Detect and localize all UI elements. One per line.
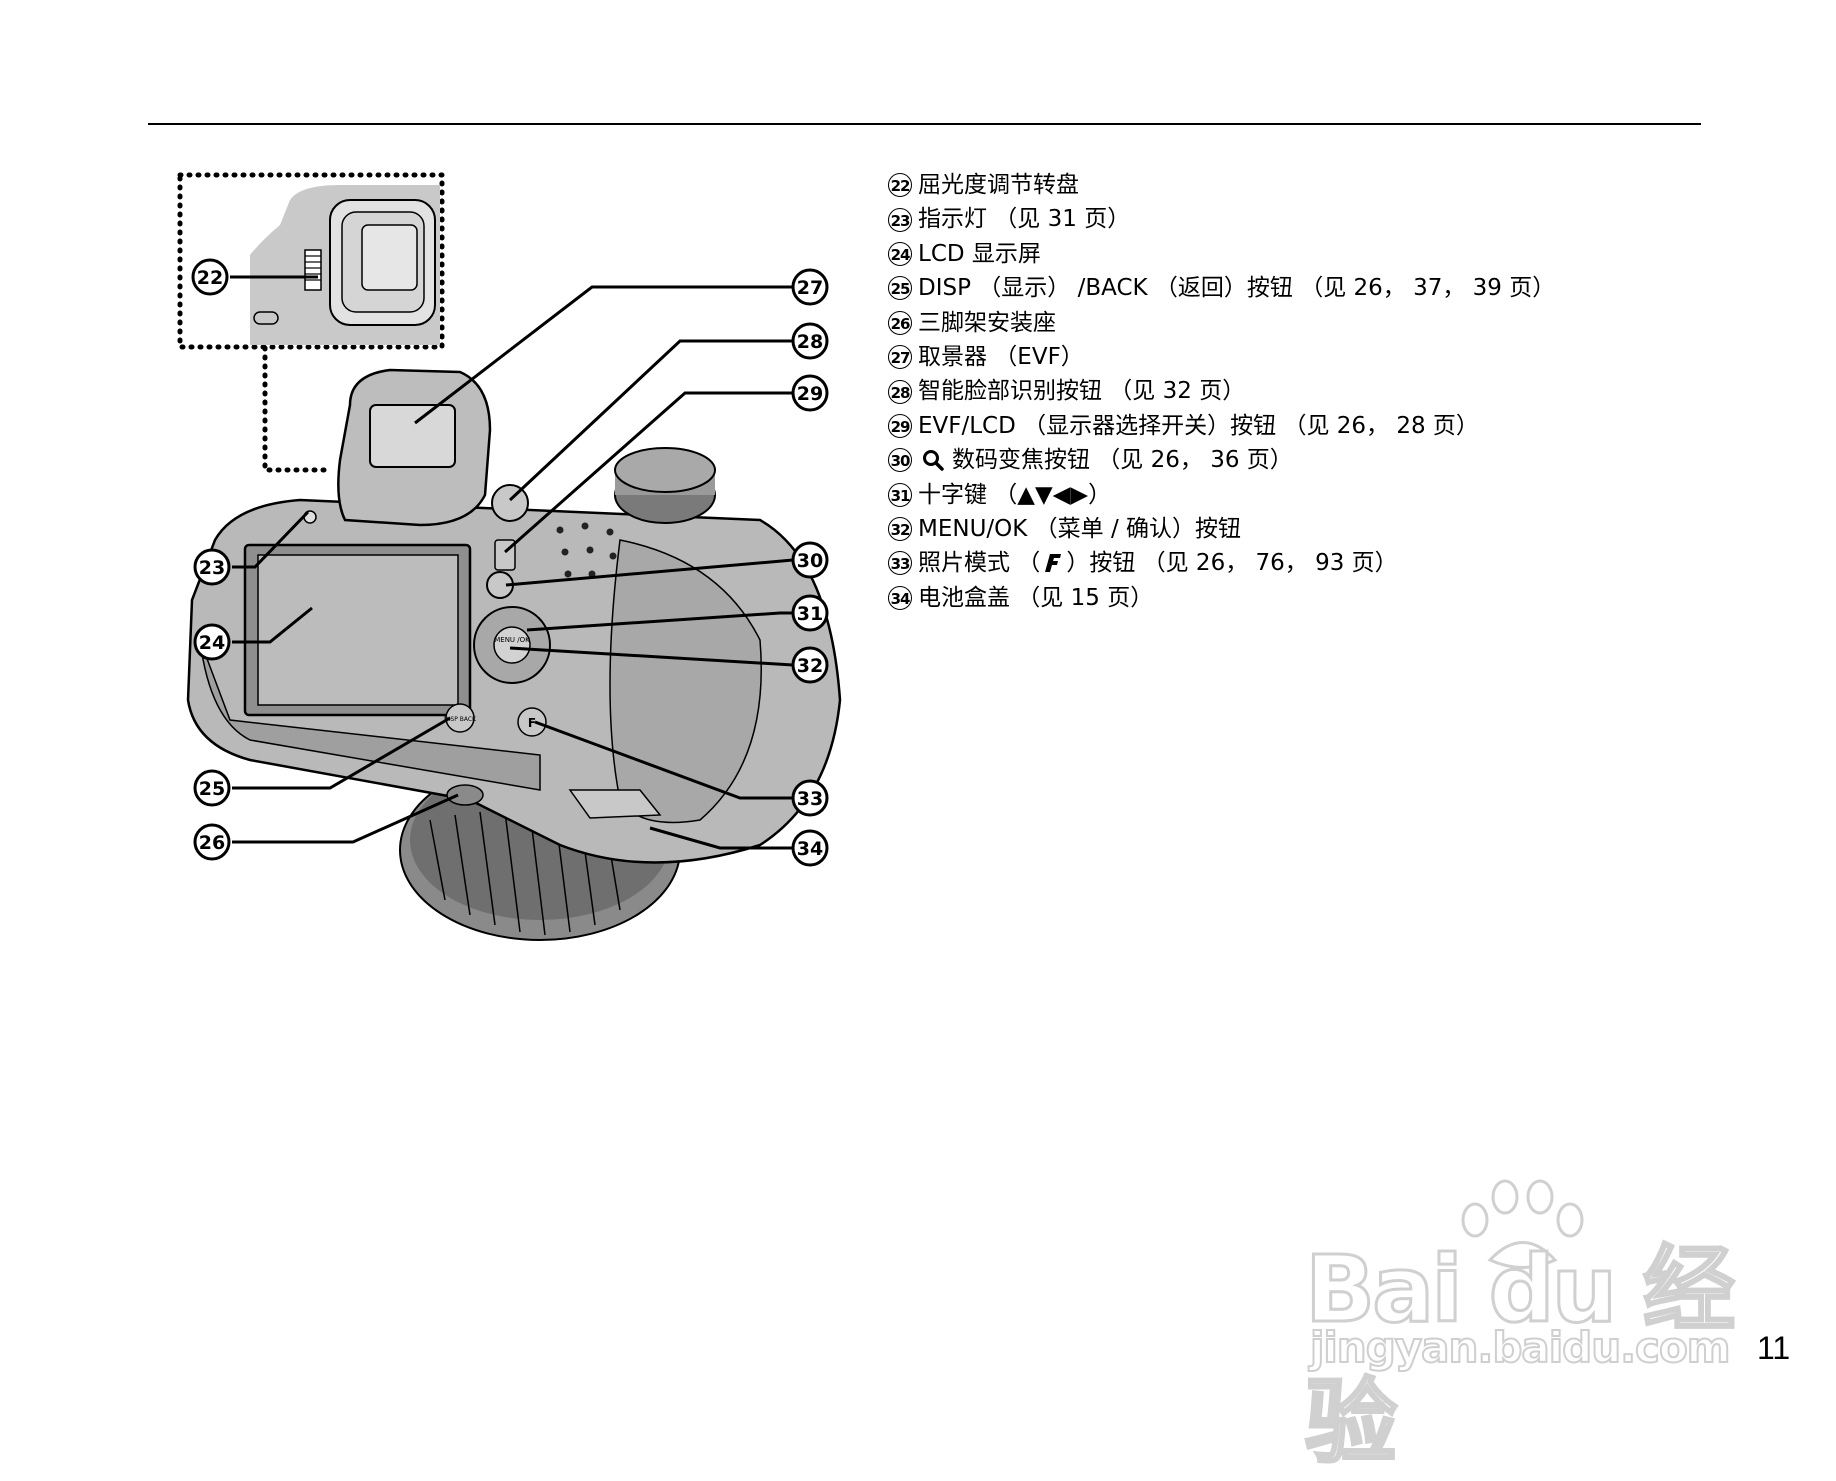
callout-32: 32 [791, 646, 829, 684]
svg-text:33: 33 [797, 788, 823, 810]
leader-lines [230, 275, 794, 850]
baidu-watermark: Bai du 经验 jingyan.baidu.com [1304, 1175, 1737, 1478]
legend-text: 屈光度调节转盘 [918, 172, 1079, 198]
legend-number: 23 [888, 207, 912, 232]
legend-number: 29 [888, 413, 912, 438]
legend-number: 24 [888, 241, 912, 266]
page-number: 11 [1757, 1330, 1791, 1366]
svg-text:25: 25 [199, 778, 225, 800]
legend-number: 26 [888, 310, 912, 335]
f-button-label: F [528, 716, 536, 730]
camera-diagram: MENU /OK DISP BACK F 22 23 24 25 26 27 2… [177, 172, 842, 941]
magnifier-icon [922, 449, 944, 472]
callout-22: 22 [191, 258, 229, 296]
legend-text: 电池盒盖 （见 15 页） [918, 584, 1154, 611]
disp-back-label: DISP BACK [444, 716, 477, 723]
watermark-domain: jingyan.baidu.com [1309, 1322, 1732, 1373]
svg-text:22: 22 [197, 267, 223, 289]
legend-number: 28 [888, 379, 912, 404]
legend-text: 智能脸部识别按钮 （见 32 页） [918, 378, 1246, 405]
watermark-brand: Bai du 经验 [1304, 1235, 1737, 1478]
svg-text:32: 32 [797, 655, 823, 677]
legend-number: 30 [888, 448, 912, 473]
legend-text: 取景器 （EVF） [918, 343, 1084, 370]
svg-text:29: 29 [797, 383, 823, 405]
callout-29: 29 [791, 374, 829, 412]
legend-text: MENU/OK （菜单 / 确认）按钮 [918, 515, 1242, 542]
legend-number: 27 [888, 345, 912, 370]
legend-text: 三脚架安装座 [918, 309, 1056, 336]
diopter-inset [177, 172, 445, 473]
svg-text:27: 27 [797, 277, 823, 299]
callout-30: 30 [791, 541, 829, 579]
svg-text:26: 26 [199, 832, 225, 854]
svg-text:30: 30 [797, 550, 823, 572]
legend-number: 32 [888, 517, 912, 542]
legend-item: 30 数码变焦按钮 （见 26， 36 页） [888, 443, 1555, 477]
svg-text:24: 24 [199, 632, 225, 654]
svg-text:31: 31 [797, 603, 823, 625]
legend-text: 指示灯 （见 31 页） [918, 206, 1131, 233]
legend-number: 25 [888, 276, 912, 301]
legend-text: 照片模式 （ [918, 550, 1041, 577]
legend-number: 33 [888, 551, 912, 576]
legend-number: 22 [888, 173, 912, 198]
callout-28: 28 [791, 322, 829, 360]
camera-body: MENU /OK DISP BACK F [186, 368, 842, 864]
menu-ok-label: MENU /OK [494, 636, 530, 644]
f-icon [1042, 551, 1064, 575]
callout-24: 24 [193, 623, 231, 661]
svg-text:28: 28 [797, 331, 823, 353]
top-rule [148, 123, 1701, 125]
legend-number: 34 [888, 585, 912, 610]
legend-text: EVF/LCD （显示器选择开关）按钮 （见 26， 28 页） [918, 412, 1479, 439]
svg-text:34: 34 [797, 838, 823, 860]
callout-34: 34 [791, 829, 829, 867]
svg-text:23: 23 [199, 557, 225, 579]
callout-25: 25 [193, 769, 231, 807]
callout-27: 27 [791, 268, 829, 306]
legend-text: 数码变焦按钮 （见 26， 36 页） [952, 447, 1293, 474]
callout-33: 33 [791, 779, 829, 817]
paw-logo-icon [1461, 1179, 1584, 1269]
legend-text: DISP （显示） /BACK （返回）按钮 （见 26， 37， 39 页） [918, 275, 1556, 302]
callout-31: 31 [791, 594, 829, 632]
callout-23: 23 [193, 548, 231, 586]
legend-number: 31 [888, 482, 912, 507]
legend-text: 十字键 （▲▼◀▶） [918, 481, 1112, 508]
callout-26: 26 [193, 823, 231, 861]
legend-text: LCD 显示屏 [918, 240, 1041, 267]
callout-markers: 22 23 24 25 26 27 28 29 30 31 32 33 34 [191, 258, 829, 867]
legend-text: ）按钮 （见 26， 76， 93 页） [1066, 550, 1398, 577]
